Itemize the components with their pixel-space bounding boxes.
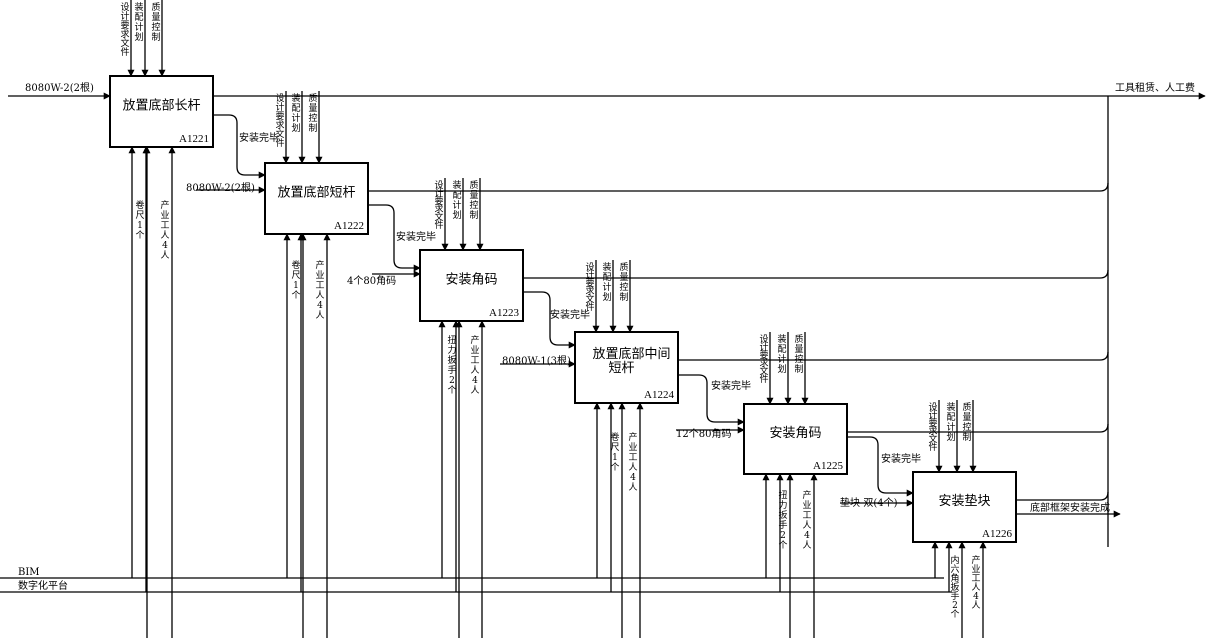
activity-box	[574, 331, 679, 404]
control-label: 质量控制	[308, 92, 317, 134]
flow-arrow	[213, 114, 266, 179]
control-label: 设计要求文件	[434, 180, 443, 231]
control-label: 质量控制	[794, 333, 803, 375]
input-label: 8080W-2(2根)	[186, 181, 255, 194]
activity-title: 放置底部中间	[592, 346, 670, 362]
final-output-label: 底部框架安装完成	[1030, 501, 1110, 514]
cost-to-bus	[523, 269, 1109, 279]
flow-arrow	[847, 436, 914, 497]
activity-A1225: 安装角码 A1225	[743, 403, 848, 475]
activity-A1226: 安装垫块 A1226	[912, 471, 1017, 543]
control-label: 装配计划	[946, 401, 955, 443]
activity-A1223: 安装角码 A1223	[419, 249, 524, 322]
control-label: 设计要求文件	[585, 262, 594, 313]
bim-label: BIM	[18, 567, 40, 578]
control-label: 装配计划	[777, 333, 786, 375]
flow-label: 安装完毕	[239, 131, 279, 144]
activity-box	[264, 162, 369, 235]
control-label: 设计要求文件	[928, 402, 937, 453]
input-label: 8080W-2(2根)	[25, 81, 94, 94]
flow-arrow	[678, 374, 745, 426]
cost-output-label: 工具租赁、人工费	[1115, 81, 1195, 94]
input-label: 12个80角码	[676, 428, 731, 440]
control-label: 装配计划	[134, 1, 143, 43]
activity-code: A1223	[489, 307, 519, 319]
flow-label: 安装完毕	[881, 452, 921, 465]
activity-title-line2: 短杆	[608, 361, 634, 376]
input-label: 4个80角码	[347, 275, 396, 287]
platform-label: 数字化平台	[18, 579, 68, 592]
input-label: 垫块-双(4个)	[840, 496, 898, 509]
control-label: 质量控制	[619, 261, 628, 303]
activity-code: A1226	[982, 528, 1012, 540]
activity-A1222: 放置底部短杆 A1222	[264, 162, 369, 235]
activity-title: 安装角码	[769, 426, 821, 441]
control-label: 设计要求文件	[759, 334, 768, 385]
activity-code: A1225	[813, 460, 843, 472]
activity-title: 放置底部长杆	[122, 98, 200, 114]
flow-arrow	[368, 204, 421, 272]
activity-box	[912, 471, 1017, 543]
cost-to-bus	[847, 423, 1109, 433]
activity-box	[419, 249, 524, 322]
activity-box	[743, 403, 848, 475]
control-label: 质量控制	[469, 179, 478, 221]
activity-box	[109, 75, 214, 148]
activity-title: 放置底部短杆	[277, 185, 355, 201]
cost-to-bus	[678, 351, 1109, 361]
activity-title: 安装角码	[445, 273, 497, 288]
cost-to-bus	[1016, 491, 1109, 501]
flow-label: 安装完毕	[550, 308, 590, 321]
control-label: 质量控制	[151, 1, 160, 43]
activity-code: A1222	[334, 220, 364, 232]
control-label: 设计要求文件	[275, 93, 284, 149]
input-label: 8080W-1(3根)	[502, 354, 571, 367]
flow-arrow	[523, 291, 576, 349]
activity-code: A1221	[179, 133, 209, 145]
control-label: 装配计划	[602, 261, 611, 303]
cost-to-bus	[368, 182, 1109, 192]
control-label: 装配计划	[291, 92, 300, 134]
control-label: 质量控制	[962, 401, 971, 443]
activity-title: 安装垫块	[938, 493, 990, 509]
flow-label: 安装完毕	[711, 379, 751, 392]
activity-code: A1224	[644, 389, 674, 401]
activity-A1221: 放置底部长杆 A1221	[109, 75, 214, 148]
control-label: 装配计划	[452, 179, 461, 221]
flow-label: 安装完毕	[396, 230, 436, 243]
control-label: 设计要求文件	[120, 2, 129, 58]
